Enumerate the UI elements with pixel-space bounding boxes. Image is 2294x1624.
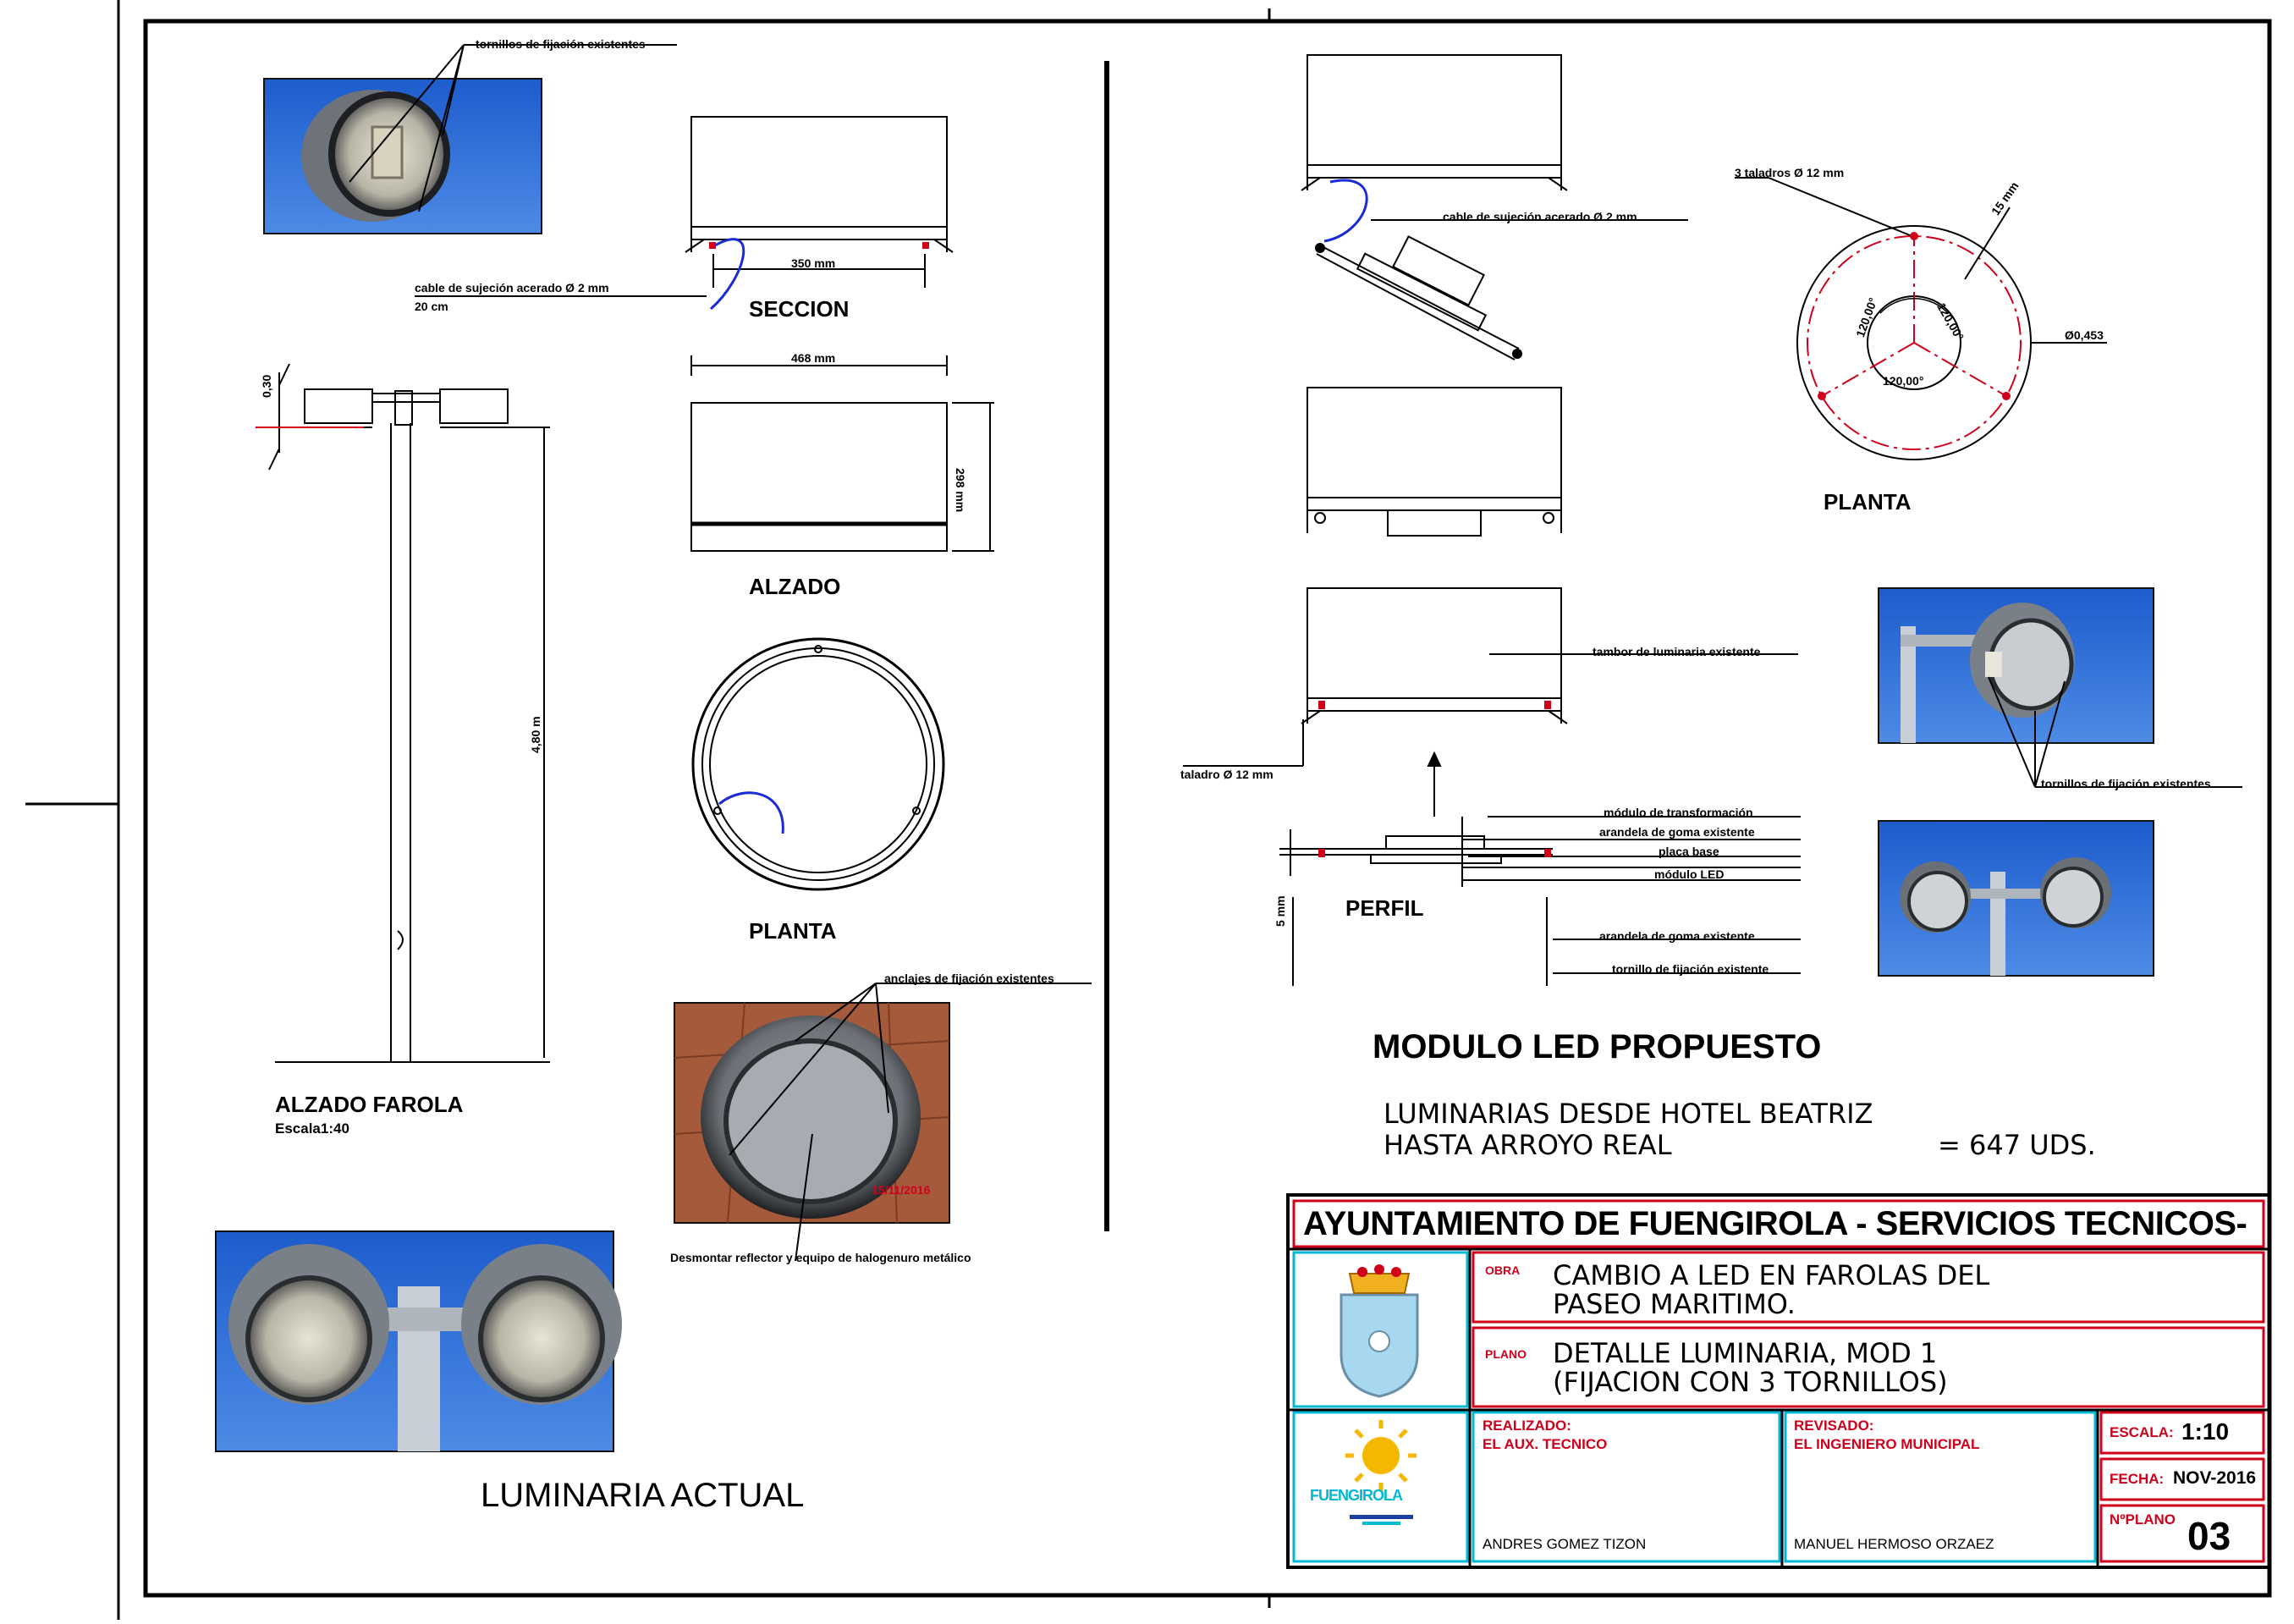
label-luminarias-line-1: LUMINARIAS DESDE HOTEL BEATRIZ [1384,1098,1873,1130]
label-escala-farola: Escala1:40 [275,1120,349,1137]
titleblock-revisado-role: EL INGENIERO MUNICIPAL [1794,1436,1980,1452]
titleblock-obra-line-2: PASEO MARITIMO. [1553,1288,1796,1320]
label-dim-diam: Ø0,453 [2065,328,2104,342]
label-anclajes: anclajes de fijación existentes [884,972,1054,985]
label-placa-base: placa base [1659,845,1719,858]
alzado-drawing [690,355,994,552]
photo-right-single [1878,587,2154,744]
perfil-drawing [1183,587,1801,986]
label-cable-left-2: 20 cm [415,300,448,313]
titleblock-nplano-value: 03 [2187,1514,2231,1558]
label-alzado-farola: ALZADO FAROLA [275,1092,464,1117]
leader-tornillos-right [1988,676,2242,788]
label-modulo-led: módulo LED [1654,867,1725,881]
leader-tornillos-top [349,44,677,212]
label-tornillos-top: tornillos de fijación existentes [476,37,646,51]
label-dim-5mm: 5 mm [1274,895,1287,927]
label-luminaria-actual: LUMINARIA ACTUAL [481,1477,805,1514]
label-luminarias-line-2: HASTA ARROYO REAL [1384,1129,1672,1161]
titleblock-obra-label: OBRA [1485,1263,1521,1277]
planta-right-drawing [1735,177,2107,460]
proposal-top-drawing [1301,54,1688,361]
planta-left-drawing [691,637,945,891]
seccion-drawing [415,116,954,311]
label-dim-350: 350 mm [791,256,836,270]
farola-drawing [262,363,550,1063]
sheet-border [25,0,2272,1620]
titleblock-obra-line-1: CAMBIO A LED EN FAROLAS DEL [1553,1259,1990,1291]
titleblock-nplano-label: NºPLANO [2110,1511,2176,1528]
titleblock-frame [1286,1193,2271,1569]
label-dim-small: 0,30 [260,374,273,398]
titleblock-plano-label: PLANO [1485,1347,1527,1361]
label-angle-3: 120,00° [1883,374,1924,388]
label-planta-left: PLANTA [749,918,837,944]
titleblock-escala-label: ESCALA: [2110,1424,2174,1440]
label-tambor: tambor de luminaria existente [1593,645,1761,658]
label-planta-right: PLANTA [1824,489,1912,515]
coat-of-arms-icon [1340,1264,1419,1398]
titleblock-realizado-role: EL AUX. TECNICO [1483,1436,1608,1452]
titleblock-fecha-value: NOV-2016 [2173,1468,2257,1488]
label-luminarias-count: = 647 UDS. [1938,1129,2096,1161]
label-seccion: SECCION [749,296,850,322]
label-dim-468: 468 mm [791,351,836,365]
titleblock-revisado-name: MANUEL HERMOSO ORZAEZ [1794,1536,1994,1552]
label-modulo-title: MODULO LED PROPUESTO [1373,1028,1822,1065]
label-cable-right: cable de sujeción acerado Ø 2 mm [1443,210,1637,223]
label-taladro: taladro Ø 12 mm [1180,768,1274,781]
titleblock-plano-line-2: (FIJACION CON 3 TORNILLOS) [1553,1366,1948,1398]
titleblock-escala-value: 1:10 [2181,1418,2230,1445]
photo-lamp-double [215,1230,622,1452]
proposal-mid-drawing [1307,387,1562,537]
titleblock-realizado-label: REALIZADO: [1483,1418,1571,1434]
label-tornillos-right: tornillos de fijación existentes [2041,777,2211,790]
label-modulo-trans: módulo de transformación [1604,806,1753,819]
label-arandela-1: arandela de goma existente [1599,825,1755,839]
label-cable-left: cable de sujeción acerado Ø 2 mm [415,281,609,295]
photo-bowl [674,1002,950,1224]
photo-right-double [1878,820,2154,977]
leader-anclajes [729,983,1092,1262]
titleblock-header: AYUNTAMIENTO DE FUENGIROLA - SERVICIOS T… [1303,1205,2247,1242]
label-desmontar: Desmontar reflector y equipo de halogenu… [670,1251,971,1264]
label-dim-pole: 4,80 m [529,716,542,753]
label-perfil: PERFIL [1345,895,1424,921]
label-tornillo: tornillo de fijación existente [1612,962,1769,976]
photo-date-stamp: 15/11/2016 [872,1183,931,1197]
label-dim-298: 298 mm [954,468,967,513]
titleblock-fecha-label: FECHA: [2110,1471,2165,1487]
titleblock-realizado-name: ANDRES GOMEZ TIZON [1483,1536,1647,1552]
photo-lamp-single [263,78,542,234]
fuengirola-logo-icon [1345,1420,1417,1525]
titleblock-plano-line-1: DETALLE LUMINARIA, MOD 1 [1553,1337,1938,1369]
label-arandela-2: arandela de goma existente [1599,929,1755,943]
label-taladros: 3 taladros Ø 12 mm [1735,166,1845,179]
label-alzado: ALZADO [749,574,841,599]
titleblock-revisado-label: REVISADO: [1794,1418,1874,1434]
fuengirola-logo-text: FUENGIROLA [1310,1487,1403,1504]
